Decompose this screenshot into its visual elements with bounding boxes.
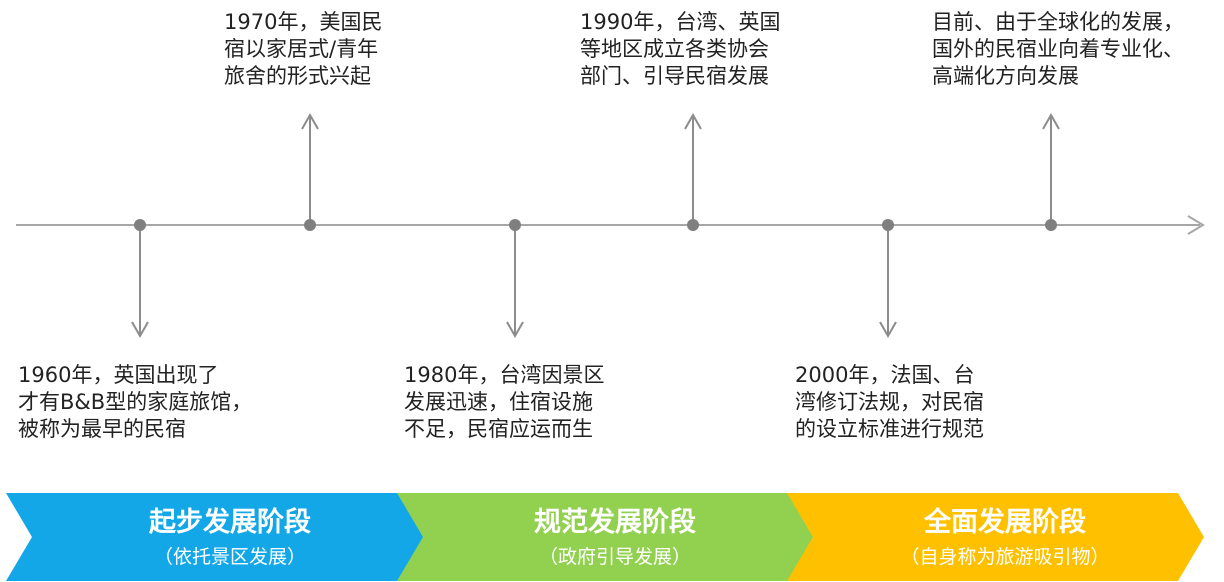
timeline-dot-1980 [509,219,521,231]
arrow-down-1960 [131,321,149,339]
stage-1-title: 起步发展阶段 [149,507,311,538]
arrow-down-2000 [879,321,897,339]
stage-banner-2 [397,493,816,581]
timeline-dot-1990 [687,219,699,231]
event-1980: 1980年，台湾因景区 发展迅速，住宿设施 不足，民宿应运而生 [404,363,605,441]
event-1970: 1970年，美国民 宿以家居式/青年 旅舍的形式兴起 [224,10,383,88]
stage-3-title: 全面发展阶段 [924,507,1086,538]
stage-2-title: 规范发展阶段 [534,507,696,538]
axis-arrowhead [1187,215,1205,235]
arrow-up-1970 [301,112,319,130]
stage-banner-1 [6,493,426,581]
timeline-dot-2000 [882,219,894,231]
stage-banner-3 [787,493,1204,581]
event-current: 目前、由于全球化的发展， 国外的民宿业向着专业化、 高端化方向发展 [932,10,1184,88]
arrow-down-1980 [506,321,524,339]
timeline-dot-current [1045,219,1057,231]
stage-1-subtitle: （依托景区发展） [153,546,306,568]
arrow-up-1990 [684,112,702,130]
event-2000: 2000年，法国、台 湾修订法规，对民宿 的设立标准进行规范 [795,363,984,441]
event-1960: 1960年，英国出现了 才有B&B型的家庭旅馆， 被称为最早的民宿 [18,363,253,441]
arrow-up-current [1042,112,1060,130]
stage-3-subtitle: （自身称为旅游吸引物） [900,546,1110,568]
stage-2-subtitle: （政府引导发展） [538,546,691,568]
event-1990: 1990年，台湾、英国 等地区成立各类协会 部门、引导民宿发展 [580,10,781,88]
timeline-dot-1970 [304,219,316,231]
timeline-dot-1960 [134,219,146,231]
